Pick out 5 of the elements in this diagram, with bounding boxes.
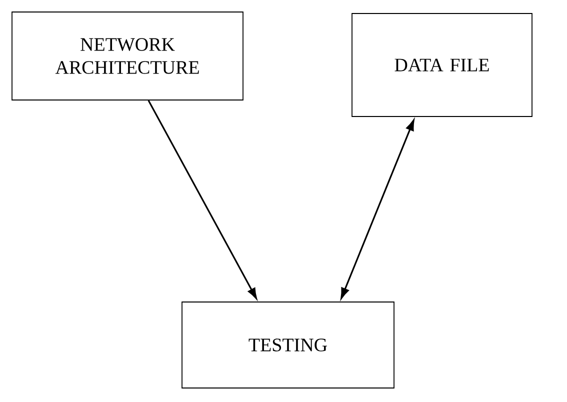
- process-box: TESTING: [182, 302, 394, 388]
- arrow: [148, 100, 257, 299]
- process-box: DATA FILE: [352, 13, 532, 117]
- arrow: [340, 120, 414, 299]
- process-box: NETWORK ARCHITECTURE: [12, 12, 244, 100]
